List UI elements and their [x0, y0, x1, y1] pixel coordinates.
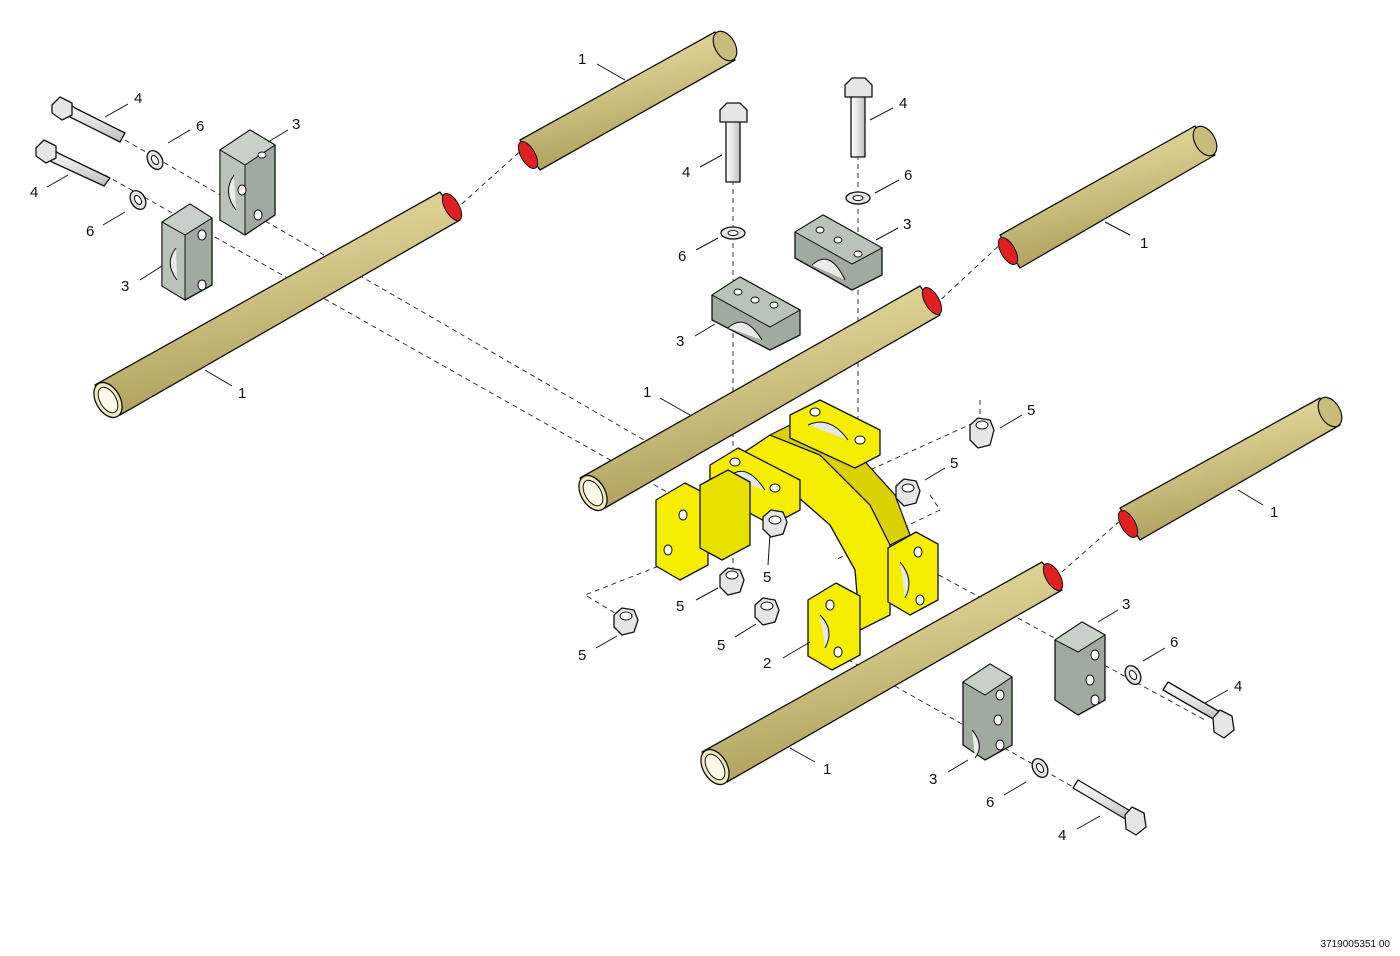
callout-3-center-b: 3: [903, 216, 911, 233]
tube-upper-left-long: [93, 191, 463, 419]
callout-4-center-b: 4: [899, 95, 907, 112]
clamp-block-lower-right-b: [962, 663, 1013, 761]
callout-4-upper-left-b: 4: [30, 184, 38, 201]
callout-6-center-a: 6: [678, 248, 686, 265]
nut-b: [895, 478, 921, 507]
center-bracket: [655, 399, 939, 671]
callout-3-upper-left-b: 3: [121, 278, 129, 295]
callout-1-tube-left: 1: [238, 385, 246, 402]
callout-6-lower-right-b: 6: [986, 794, 994, 811]
washer-lower-right-a: [1124, 665, 1142, 685]
bolt-upper-left-a: [51, 96, 126, 143]
washer-upper-left-b: [129, 190, 147, 210]
callout-4-lower-right-a: 4: [1234, 678, 1242, 695]
callout-5-nut-b: 5: [950, 455, 958, 472]
washer-upper-left-a: [146, 150, 164, 170]
callout-3-lower-right-a: 3: [1122, 596, 1130, 613]
callout-6-center-b: 6: [904, 167, 912, 184]
nut-a: [969, 417, 995, 449]
nut-e: [754, 597, 780, 626]
bolt-lower-right-a: [1162, 681, 1235, 739]
clamp-block-lower-right-a: [1054, 621, 1106, 716]
callout-5-nut-a: 5: [1027, 402, 1035, 419]
tube-right-lower-short: [1117, 396, 1343, 541]
callout-3-lower-right-b: 3: [929, 771, 937, 788]
tube-right-upper-short: [997, 125, 1218, 269]
clamp-block-upper-left-a: [219, 129, 276, 236]
washer-center-b: [845, 191, 871, 205]
callout-1-tube-right-lower: 1: [1270, 504, 1278, 521]
callout-5-nut-d: 5: [676, 598, 684, 615]
clamp-block-center-b: [794, 214, 884, 291]
callout-3-upper-left-a: 3: [292, 116, 300, 133]
callout-6-upper-left-b: 6: [86, 223, 94, 240]
callout-6-upper-left-a: 6: [196, 118, 204, 135]
document-number: 3719005351 00: [1320, 939, 1390, 950]
washers: [129, 150, 1142, 778]
nut-d: [719, 567, 745, 596]
nuts: [613, 417, 995, 636]
washer-center-a: [720, 226, 746, 240]
nut-c: [762, 509, 788, 538]
callout-5-nut-f: 5: [578, 647, 586, 664]
callout-4-lower-right-b: 4: [1058, 827, 1066, 844]
callout-5-nut-e: 5: [717, 637, 725, 654]
bolt-upper-left-b: [35, 139, 111, 187]
clamp-block-upper-left-b: [161, 203, 213, 301]
nut-f: [613, 607, 639, 636]
callout-4-center-a: 4: [682, 164, 690, 181]
callout-4-upper-left-a: 4: [134, 90, 142, 107]
leader-lines: [46, 63, 1264, 830]
tube-lower-long: [700, 561, 1064, 786]
callout-1-tube-lower: 1: [823, 761, 831, 778]
callout-1-tube-center: 1: [643, 384, 651, 401]
callout-2-bracket: 2: [763, 655, 771, 672]
callout-labels: 1 1 1 1 1 1 1 2 3 3 3 3 3 3 4 4 4 4 4 4 …: [30, 51, 1278, 844]
bolt-center-a: [719, 102, 748, 183]
clamp-block-center-a: [711, 276, 802, 351]
callout-3-center-a: 3: [676, 333, 684, 350]
callout-5-nut-c: 5: [763, 569, 771, 586]
washer-lower-right-b: [1031, 758, 1049, 778]
callout-1-tube-right-upper: 1: [1140, 235, 1148, 252]
callout-6-lower-right-a: 6: [1170, 634, 1178, 651]
bolt-lower-right-b: [1072, 779, 1147, 836]
callout-1-tube-upper: 1: [578, 51, 586, 68]
tube-upper-short: [517, 30, 738, 171]
bolt-center-b: [844, 77, 873, 158]
tube-center-long: [578, 285, 943, 512]
